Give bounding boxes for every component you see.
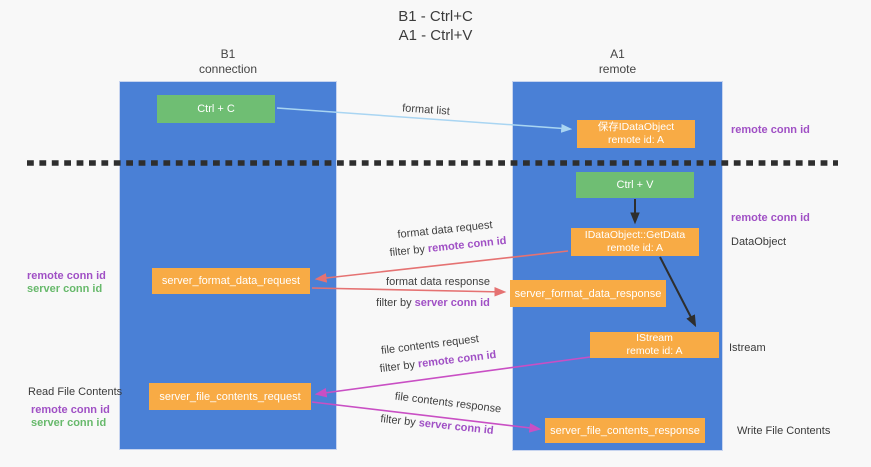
lane-b1-subtitle: connection: [198, 62, 258, 76]
node-save-idataobject-line1: 保存IDataObject: [597, 121, 675, 133]
getdata-to-istream-arrow: [659, 256, 697, 328]
format-list-arrow: [276, 107, 573, 133]
annotation-dataobject: DataObject: [731, 236, 787, 248]
title-line-1: B1 - Ctrl+C: [398, 8, 473, 25]
filter-by-prefix: filter by: [376, 297, 415, 309]
node-server-format-data-request: server_format_data_request: [152, 268, 310, 294]
lane-header-b1: B1 connection: [119, 47, 337, 77]
annotation-server-conn-id-left-bottom: server conn id: [31, 417, 107, 429]
node-idataobject-getdata-line2: remote id: A: [606, 242, 664, 254]
edge-label-format-data-response-filter: filter by server conn id: [376, 297, 490, 309]
node-idataobject-getdata-line1: IDataObject::GetData: [584, 229, 686, 241]
node-ctrl-c: Ctrl + C: [157, 95, 275, 123]
file-contents-request-arrow: [314, 356, 591, 398]
annotation-remote-conn-id-mid-right: remote conn id: [731, 212, 810, 224]
node-ctrl-c-label: Ctrl + C: [197, 103, 235, 115]
file-contents-response-arrow: [311, 401, 542, 433]
node-server-file-contents-response-label: server_file_contents_response: [550, 424, 700, 437]
lane-a1-subtitle: remote: [598, 62, 637, 76]
node-server-format-data-response: server_format_data_response: [510, 280, 666, 307]
node-server-format-data-response-label: server_format_data_response: [514, 287, 662, 300]
edge-label-format-data-response: format data response: [386, 276, 490, 288]
node-save-idataobject: 保存IDataObject remote id: A: [577, 120, 695, 148]
annotation-istream: Istream: [729, 342, 766, 354]
lane-header-a1: A1 remote: [512, 47, 723, 77]
node-ctrl-v: Ctrl + V: [576, 172, 694, 198]
node-istream-line2: remote id: A: [626, 345, 683, 357]
node-idataobject-getdata: IDataObject::GetData remote id: A: [571, 228, 699, 256]
node-ctrl-v-label: Ctrl + V: [616, 179, 654, 191]
annotation-server-conn-id-left-top: server conn id: [27, 283, 103, 295]
node-server-file-contents-request-label: server_file_contents_request: [159, 390, 301, 403]
filter-by-key: server conn id: [414, 297, 490, 309]
format-data-response-arrow: [311, 287, 507, 297]
lane-b1-title: B1: [220, 47, 236, 61]
node-save-idataobject-line2: remote id: A: [607, 134, 665, 146]
node-server-format-data-request-label: server_format_data_request: [161, 275, 301, 287]
annotation-write-file-contents: Write File Contents: [737, 425, 831, 437]
lane-a1-title: A1: [610, 47, 625, 61]
annotation-remote-conn-id-left-top: remote conn id: [27, 270, 106, 282]
node-istream-line1: IStream: [636, 332, 673, 344]
node-server-file-contents-request: server_file_contents_request: [149, 383, 311, 410]
format-data-request-arrow: [314, 250, 569, 283]
node-istream: IStream remote id: A: [590, 332, 719, 358]
node-server-file-contents-response: server_file_contents_response: [545, 418, 705, 443]
annotation-remote-conn-id-left-bottom: remote conn id: [31, 404, 110, 416]
annotation-remote-conn-id-top-right: remote conn id: [731, 124, 810, 136]
annotation-read-file-contents: Read File Contents: [28, 386, 123, 398]
diagram-title: B1 - Ctrl+C A1 - Ctrl+V: [0, 7, 871, 45]
title-line-2: A1 - Ctrl+V: [398, 27, 473, 44]
